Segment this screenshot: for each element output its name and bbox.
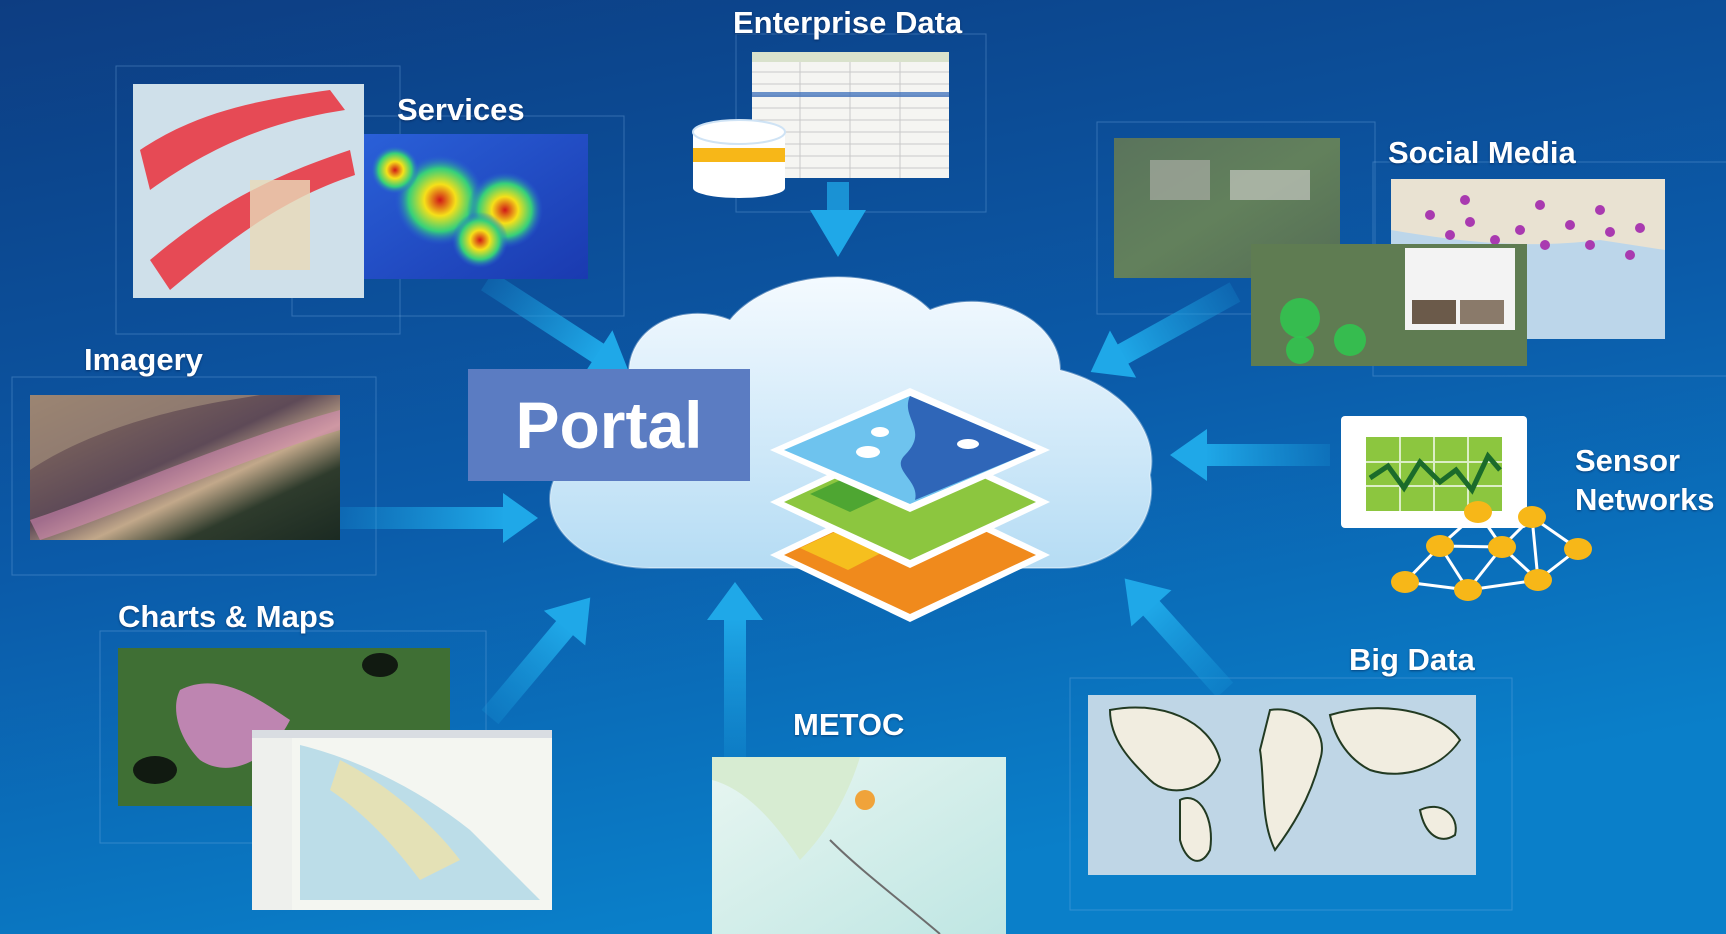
label-sensor-networks-line2: Networks bbox=[1575, 482, 1715, 517]
sensor-network-icon bbox=[1391, 501, 1592, 601]
services-thumbnail bbox=[133, 84, 364, 298]
arrow-icon bbox=[1090, 282, 1241, 378]
arrow-icon bbox=[1170, 429, 1330, 481]
big-data-thumbnail bbox=[1088, 695, 1476, 875]
arrow-icon bbox=[1124, 578, 1234, 698]
database-icon bbox=[692, 119, 786, 198]
imagery-thumbnail bbox=[30, 395, 340, 540]
label-metoc: METOC bbox=[793, 707, 905, 742]
portal-box: Portal bbox=[468, 369, 750, 481]
arrow-icon bbox=[707, 582, 763, 758]
label-services: Services bbox=[397, 92, 525, 127]
arrow-icon bbox=[340, 493, 538, 543]
label-enterprise-data: Enterprise Data bbox=[733, 5, 963, 40]
arrow-icon bbox=[481, 597, 591, 725]
layered-map-icon bbox=[770, 388, 1050, 622]
arrow-icon bbox=[481, 271, 630, 376]
label-social-media: Social Media bbox=[1388, 135, 1576, 170]
metoc-thumbnail bbox=[712, 757, 1006, 934]
label-imagery: Imagery bbox=[84, 342, 203, 377]
charts-maps-thumbnail bbox=[118, 648, 552, 910]
label-sensor-networks-line1: Sensor bbox=[1575, 443, 1681, 478]
heatmap-thumbnail bbox=[364, 134, 588, 279]
arrow-icon bbox=[810, 182, 866, 257]
label-big-data: Big Data bbox=[1349, 642, 1475, 677]
sensor-monitor-icon bbox=[1341, 416, 1527, 528]
social-media-thumbnail bbox=[1114, 138, 1665, 366]
label-charts-maps: Charts & Maps bbox=[118, 599, 336, 634]
portal-label: Portal bbox=[515, 388, 703, 462]
arrows bbox=[340, 182, 1330, 758]
